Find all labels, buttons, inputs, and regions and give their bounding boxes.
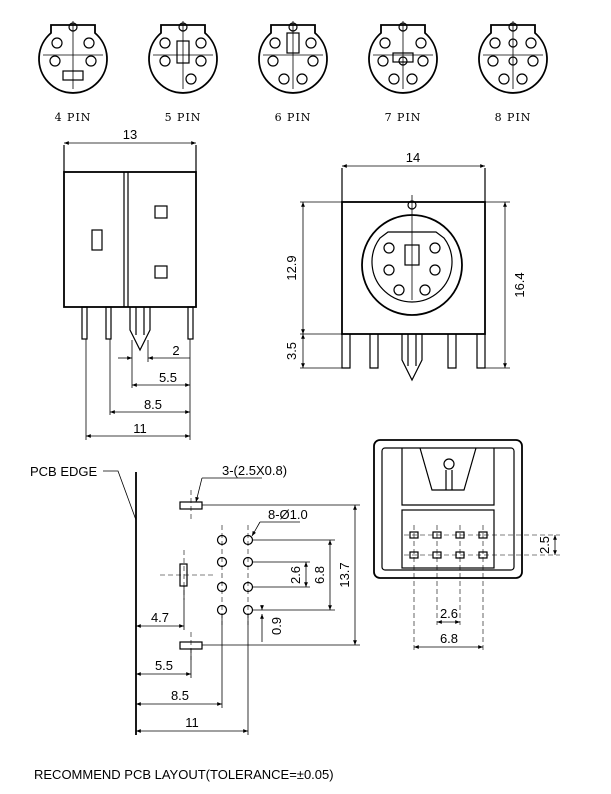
front-dim-5-5: 5.5 [159,370,177,385]
pcb-dim-13-7: 13.7 [337,562,352,587]
connector-7pin [368,21,438,94]
bottom-view [373,439,560,650]
front-view [63,141,197,440]
front-width-dim: 13 [123,127,137,142]
front-dim-2: 2 [172,343,179,358]
connector-6pin [258,21,328,94]
pcb-dim-11: 11 [185,715,199,730]
side-dim-3-5: 3.5 [284,342,299,360]
connector-8pin [478,21,548,94]
front-dim-8-5: 8.5 [144,397,162,412]
pcb-dim-5-5: 5.5 [155,658,173,673]
pcb-dim-2-6: 2.6 [288,566,303,584]
pcb-dim-0-9: 0.9 [269,617,284,635]
pin-label-4: 4 PIN [55,111,92,124]
pcb-dim-8-5: 8.5 [171,688,189,703]
bottom-dim-2-5: 2.5 [537,536,552,554]
side-view [300,164,510,382]
pin-label-7: 7 PIN [385,111,422,124]
bottom-dim-2-6: 2.6 [440,606,458,621]
pcb-layout [103,470,360,735]
connector-5pin [148,21,218,94]
pcb-dim-4-7: 4.7 [151,610,169,625]
bottom-dim-6-8: 6.8 [440,631,458,646]
hole-callout: 8-Ø1.0 [268,507,308,522]
front-dim-11: 11 [133,421,147,436]
pcb-edge-label: PCB EDGE [30,464,98,479]
pin-label-6: 6 PIN [275,111,312,124]
pcb-dim-6-8: 6.8 [312,566,327,584]
connector-4pin [38,21,108,94]
side-width-dim: 14 [406,150,420,165]
pin-label-8: 8 PIN [495,111,532,124]
slot-callout: 3-(2.5X0.8) [222,463,287,478]
side-dim-12-9: 12.9 [284,255,299,280]
footer-note: RECOMMEND PCB LAYOUT(TOLERANCE=±0.05) [34,767,334,782]
side-dim-16-4: 16.4 [512,272,527,297]
pin-label-5: 5 PIN [165,111,202,124]
